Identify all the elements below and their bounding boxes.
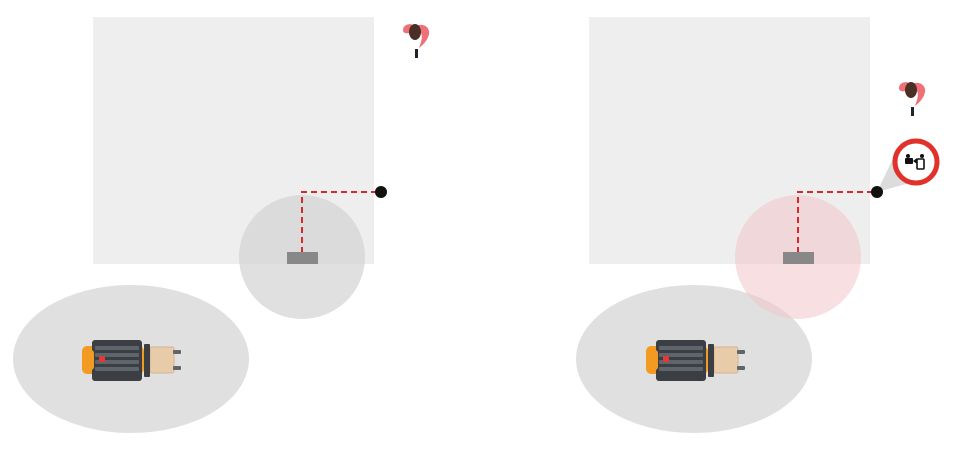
person-icon <box>403 24 430 58</box>
forklift-icon <box>82 340 181 381</box>
forklift-icon <box>646 340 745 381</box>
camera-icon <box>905 154 925 170</box>
panel-alert <box>576 17 940 433</box>
sensor-pad <box>783 252 814 264</box>
person-icon <box>899 82 926 116</box>
sensor-link-line <box>797 191 877 253</box>
camera-alert-marker <box>892 138 940 186</box>
panel-normal <box>13 17 430 433</box>
sensor-node <box>871 186 883 198</box>
sensor-pad <box>287 252 318 264</box>
sensor-node <box>375 186 387 198</box>
sensor-link-line <box>301 191 381 253</box>
